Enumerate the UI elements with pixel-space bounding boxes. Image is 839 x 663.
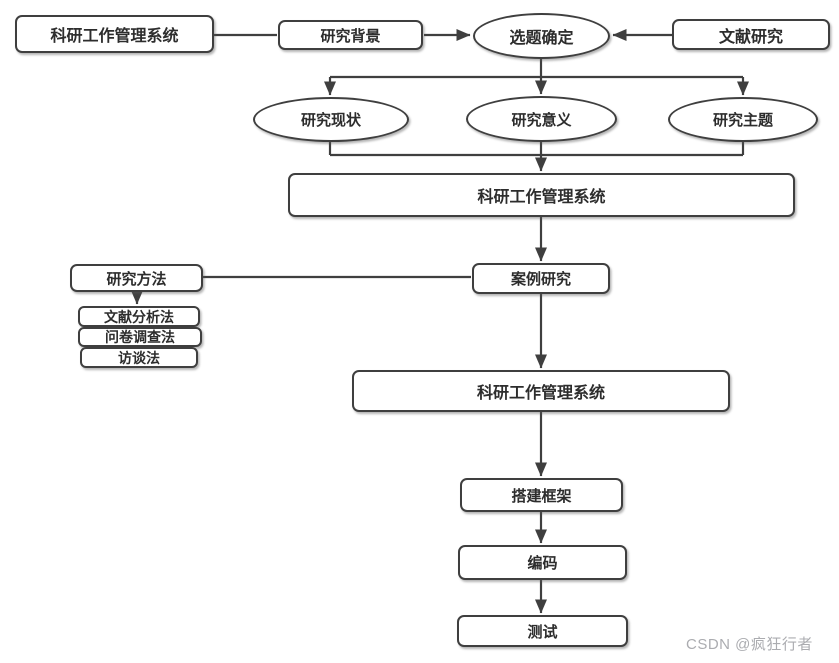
- node-coding: 编码: [458, 545, 627, 580]
- node-research-theme: 研究主题: [668, 97, 818, 142]
- node-build-framework: 搭建框架: [460, 478, 623, 512]
- node-system-requirements-label: 科研工作管理系统: [477, 189, 606, 206]
- node-questionnaire-survey: 问卷调查法: [78, 327, 202, 347]
- node-questionnaire-survey-label: 问卷调查法: [105, 329, 175, 345]
- csdn-watermark: CSDN @疯狂行者: [686, 636, 813, 653]
- node-research-significance-label: 研究意义: [511, 111, 572, 129]
- node-topic-selection: 选题确定: [473, 13, 610, 59]
- node-research-background-label: 研究背景: [320, 27, 381, 45]
- node-interview-method: 访谈法: [80, 347, 198, 368]
- node-research-method-label: 研究方法: [106, 270, 167, 288]
- node-research-significance: 研究意义: [466, 96, 617, 142]
- node-build-framework-label: 搭建框架: [511, 487, 572, 505]
- node-literature-analysis-label: 文献分析法: [104, 308, 174, 325]
- node-system-overview: 科研工作管理系统: [15, 15, 214, 53]
- node-system-requirements: 科研工作管理系统: [288, 173, 795, 217]
- node-system-overview-label: 科研工作管理系统: [50, 28, 179, 45]
- node-topic-selection-label: 选题确定: [509, 30, 574, 47]
- node-research-status-label: 研究现状: [300, 112, 361, 129]
- node-case-study-label: 案例研究: [510, 271, 571, 288]
- node-research-method: 研究方法: [70, 264, 203, 292]
- node-research-theme-label: 研究主题: [712, 112, 773, 129]
- node-testing: 测试: [457, 615, 628, 647]
- node-system-design: 科研工作管理系统: [352, 370, 730, 412]
- node-research-background: 研究背景: [278, 20, 423, 50]
- node-literature-research: 文献研究: [672, 19, 830, 50]
- node-literature-research-label: 文献研究: [718, 28, 783, 46]
- node-system-design-label: 科研工作管理系统: [476, 385, 605, 402]
- node-literature-analysis: 文献分析法: [78, 306, 200, 327]
- node-coding-label: 编码: [527, 555, 558, 572]
- node-case-study: 案例研究: [472, 263, 610, 294]
- node-research-status: 研究现状: [253, 97, 409, 142]
- node-interview-method-label: 访谈法: [118, 349, 160, 366]
- node-testing-label: 测试: [527, 623, 558, 641]
